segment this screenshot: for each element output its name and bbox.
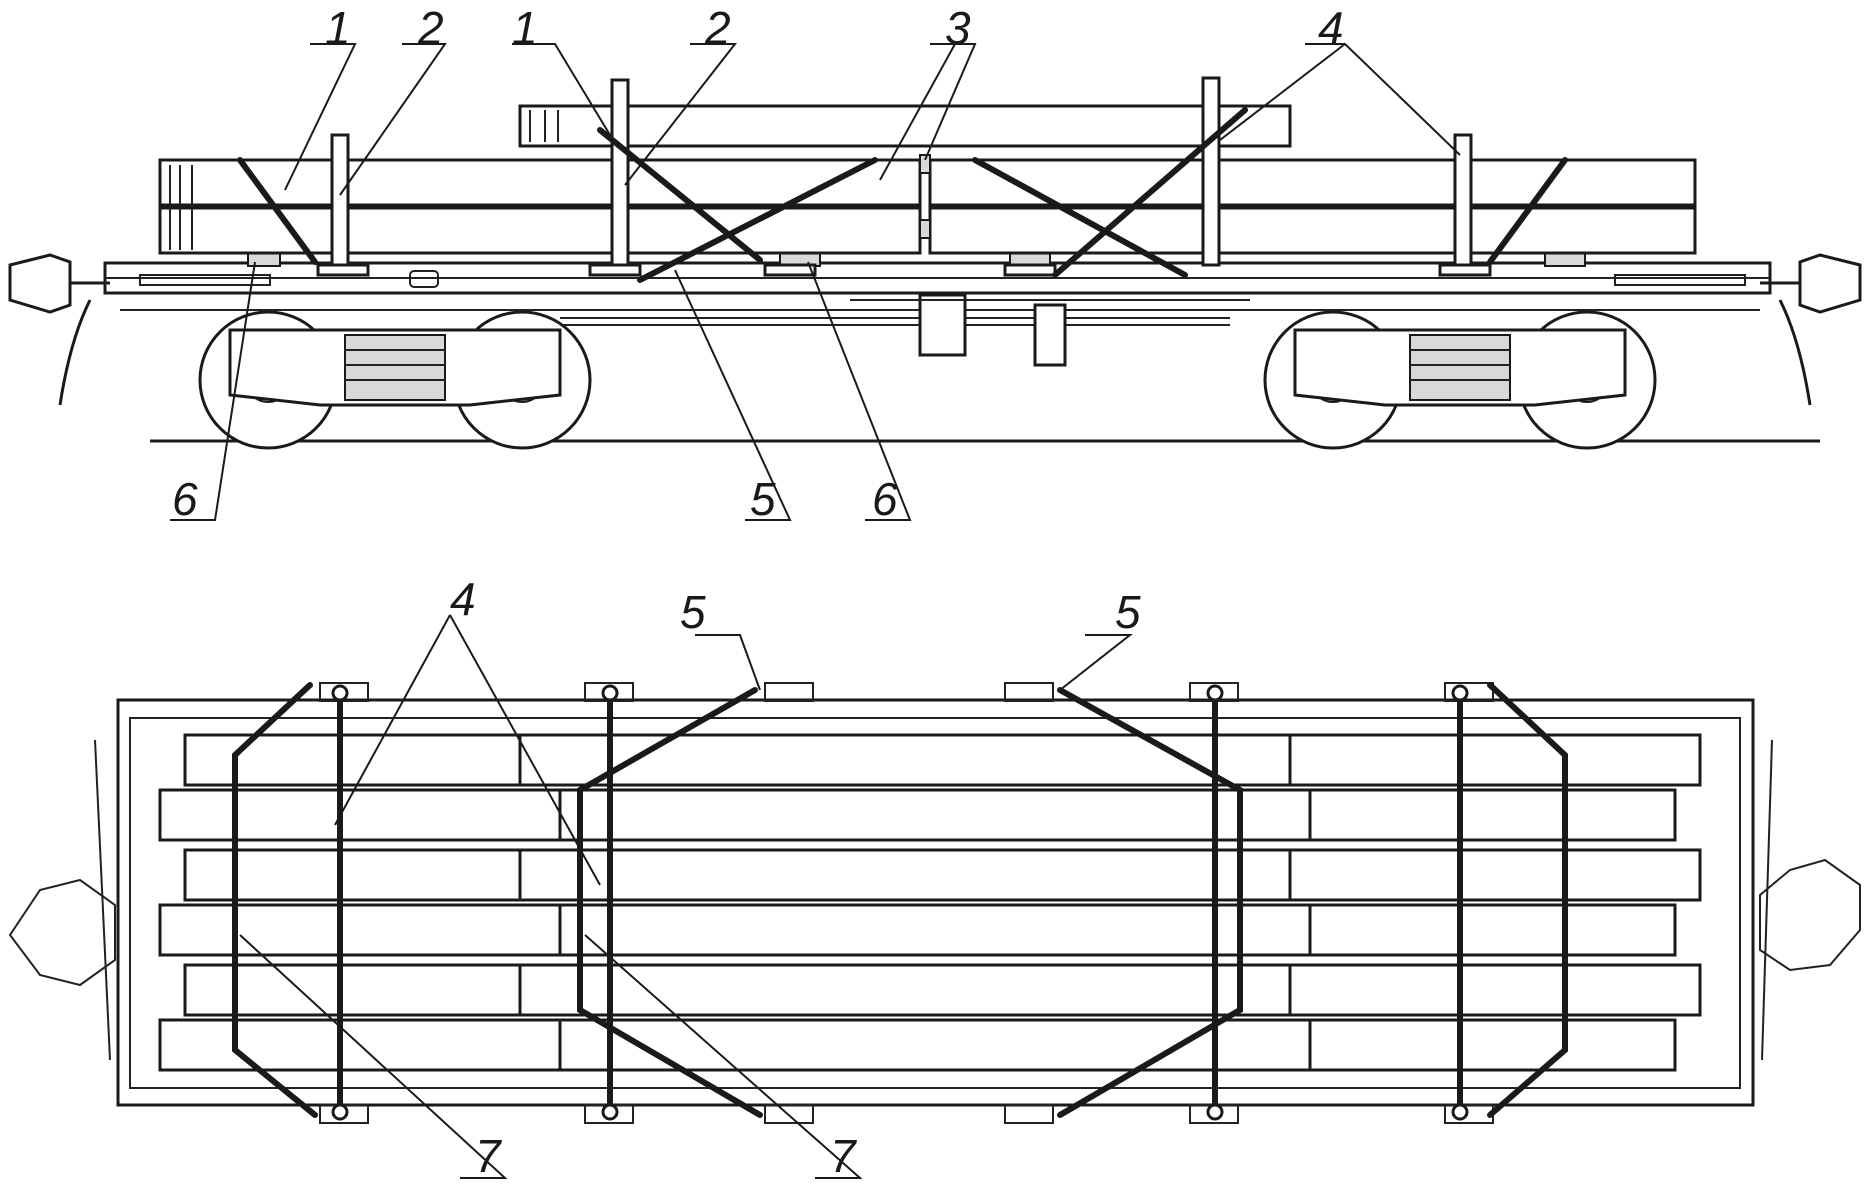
car-underframe — [103, 261, 1772, 326]
label-3: 3 — [945, 2, 971, 54]
bearers — [247, 251, 1586, 267]
binding-wires-plan — [232, 682, 1568, 1118]
label-7-plan-left: 7 — [475, 1130, 502, 1182]
label-4-plan: 4 — [450, 573, 476, 625]
label-5-plan-right: 5 — [1115, 586, 1141, 638]
label-6-right: 6 — [872, 473, 898, 525]
label-4-side: 4 — [1318, 2, 1344, 54]
bracket-3-lower — [919, 219, 931, 239]
leaders-plan — [239, 614, 1133, 1179]
load-upper — [518, 104, 1292, 148]
brake-equipment — [850, 293, 1250, 367]
coupler-right — [1760, 253, 1862, 406]
coupler-plan-left — [8, 739, 116, 1061]
label-1-left: 1 — [325, 2, 351, 54]
bogie-left — [198, 310, 592, 450]
leaders-side — [170, 43, 1461, 521]
coupler-left — [8, 253, 110, 406]
side-view: 1 2 1 2 3 4 6 5 6 — [8, 2, 1862, 525]
label-7-plan-right: 7 — [830, 1130, 857, 1182]
label-2-mid: 2 — [704, 2, 731, 54]
load-lower — [158, 158, 1697, 255]
stake-wires-plan — [331, 684, 1469, 1121]
label-2-left: 2 — [417, 2, 444, 54]
label-6-left: 6 — [172, 473, 198, 525]
plan-view: 4 5 5 7 7 — [8, 573, 1861, 1182]
bogie-right — [1263, 310, 1657, 450]
label-1-mid: 1 — [512, 2, 538, 54]
label-5-plan-left: 5 — [680, 586, 706, 638]
label-5-side: 5 — [750, 473, 776, 525]
coupler-plan-right — [1759, 739, 1861, 1061]
stakes — [330, 76, 1473, 267]
bracket-3-upper — [919, 154, 931, 174]
load-bars-plan — [158, 733, 1702, 1072]
wire-ties-side — [237, 107, 1568, 283]
